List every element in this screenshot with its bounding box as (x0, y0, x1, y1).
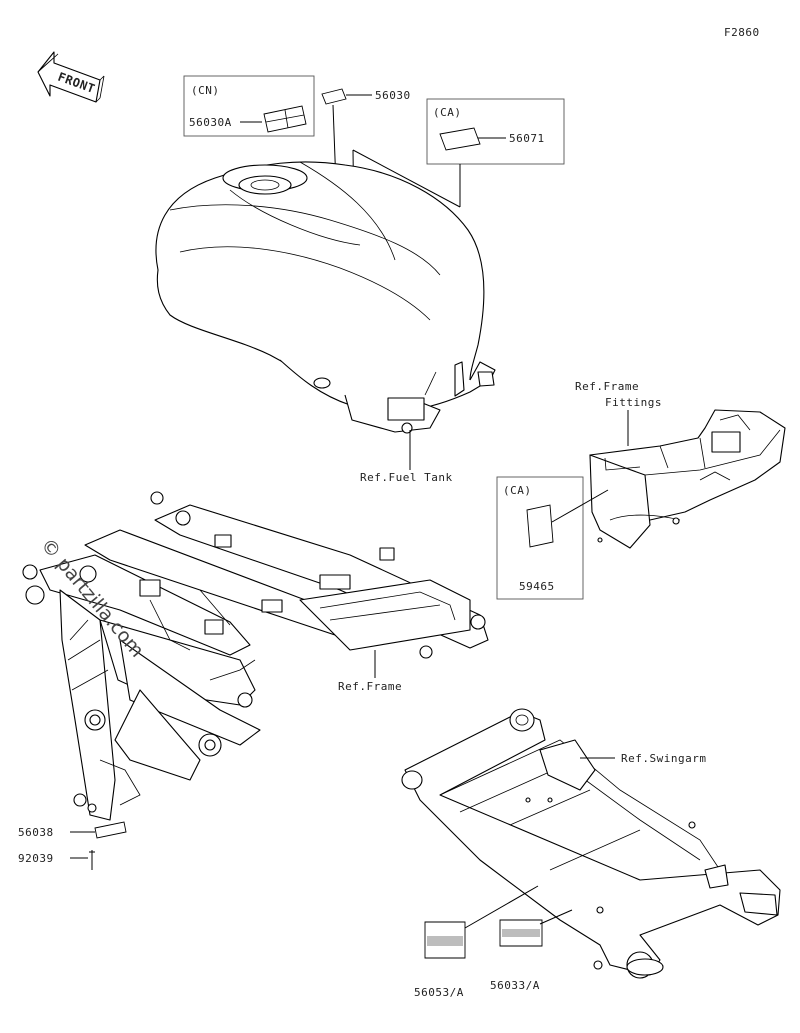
swingarm (401, 708, 781, 979)
ref-frame-fittings-line2: Fittings (605, 396, 662, 409)
part-92039: 92039 (18, 852, 54, 865)
part-56030: 56030 (375, 89, 411, 102)
part-56033: 56033/A (490, 979, 540, 992)
fuel-tank (155, 161, 496, 470)
rivet-92039 (70, 850, 95, 870)
front-arrow-icon: FRONT (37, 51, 105, 103)
ref-frame-fittings-line1: Ref.Frame (575, 380, 639, 393)
decal-56030: 56030 (321, 88, 411, 213)
decal-56033 (499, 909, 573, 947)
part-59465: 59465 (519, 580, 555, 593)
ref-frame: Ref.Frame (338, 680, 402, 693)
decal-56053 (424, 885, 539, 959)
part-56030A: 56030A (189, 116, 232, 129)
cn-box-label: (CN) (191, 84, 220, 97)
ca-top-box-label: (CA) (433, 106, 462, 119)
decal-56038 (70, 821, 127, 839)
ref-fuel-tank: Ref.Fuel Tank (360, 471, 453, 484)
figure-code: F2860 (724, 26, 760, 39)
frame-fittings (589, 409, 786, 549)
frame (22, 491, 489, 821)
cn-box: (CN) 56030A (183, 75, 315, 137)
part-56053: 56053/A (414, 986, 464, 999)
ref-swingarm: Ref.Swingarm (621, 752, 706, 765)
ca-mid-box-label: (CA) (503, 484, 532, 497)
part-56038: 56038 (18, 826, 54, 839)
decal-56030A (263, 105, 307, 133)
ca-mid-box: (CA) 59465 (496, 476, 609, 600)
part-56071: 56071 (509, 132, 545, 145)
